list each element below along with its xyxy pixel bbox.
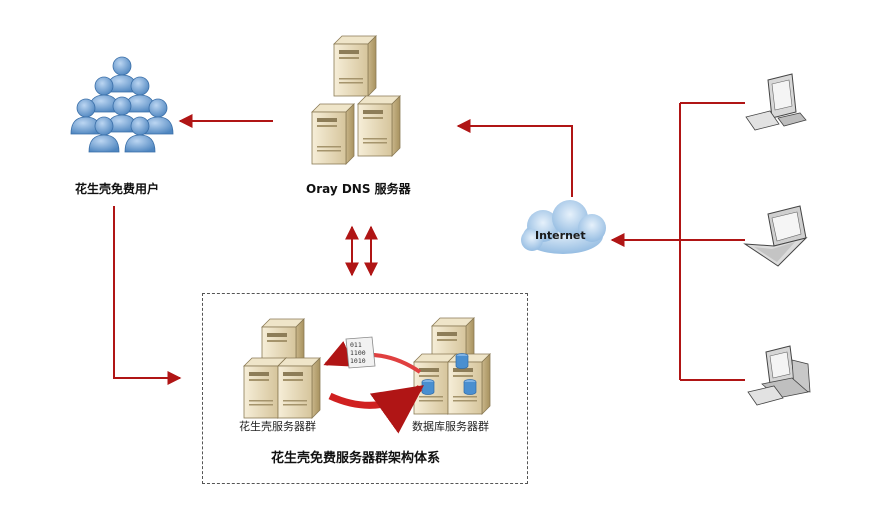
cluster-box: [202, 293, 528, 484]
laptop-icon: [743, 205, 808, 267]
cloud-icon: [521, 200, 606, 254]
db-servers-label: 数据库服务器群: [412, 420, 489, 433]
user-group-icon: [70, 56, 174, 153]
binary-line-2: 1100: [350, 349, 366, 357]
hsk-servers-label: 花生壳服务器群: [239, 420, 316, 433]
binary-file-icon: 011 1100 1010: [345, 336, 376, 369]
workstation-icon: [747, 345, 811, 406]
arrow-internet-to-dns: [456, 119, 573, 197]
arrow-users-to-cluster: [113, 206, 182, 385]
sync-arrow-icon: [323, 341, 424, 434]
server-stack-icon: [311, 35, 401, 165]
binary-line-3: 1010: [350, 357, 366, 365]
binary-line-1: 011: [350, 341, 362, 349]
internet-label: Internet: [535, 229, 586, 242]
cluster-title: 花生壳免费服务器群架构体系: [271, 451, 441, 466]
desktop-icon: [745, 73, 807, 131]
dns-label: Oray DNS 服务器: [306, 182, 411, 196]
users-label: 花生壳免费用户: [75, 182, 160, 196]
